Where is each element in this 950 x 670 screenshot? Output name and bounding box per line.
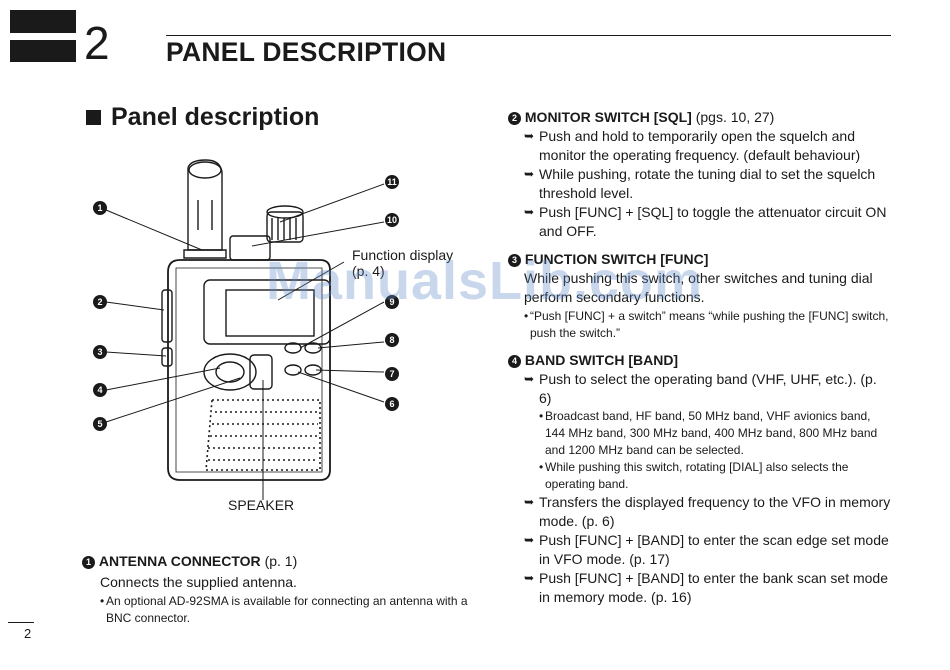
item-note: Broadcast band, HF band, 50 MHz band, VH… — [539, 408, 892, 459]
radio-body-shape — [167, 259, 331, 481]
callout-1: 1 — [93, 201, 107, 215]
function-display-ref: (p. 4) — [352, 263, 385, 279]
callout-11: 11 — [385, 175, 399, 189]
svg-text:7: 7 — [389, 369, 394, 379]
item-note: An optional AD-92SMA is available for co… — [100, 593, 476, 627]
chapter-title: PANEL DESCRIPTION — [166, 37, 447, 67]
section-title: Panel description — [111, 103, 320, 131]
item-note: “Push [FUNC] + a switch” means “while pu… — [524, 308, 892, 342]
chapter-marker-bar-top — [10, 10, 76, 33]
svg-text:10: 10 — [387, 215, 397, 225]
antenna-shape — [187, 159, 223, 251]
svg-text:5: 5 — [97, 419, 102, 429]
band-key-shape — [203, 353, 257, 391]
svg-text:2: 2 — [97, 297, 102, 307]
item-ref: (p. 1) — [264, 553, 298, 569]
section-square-icon — [86, 110, 101, 125]
item-note: While pushing this switch, rotating [DIA… — [539, 459, 892, 493]
arrow-icon: ➥ — [524, 533, 535, 547]
item-ref: (pgs. 10, 27) — [695, 109, 775, 125]
svg-text:4: 4 — [97, 385, 102, 395]
radio-diagram: 1 2 3 4 5 11 10 9 8 7 6 — [93, 159, 399, 500]
item-name: MONITOR SWITCH [SQL] — [524, 109, 692, 125]
svg-text:11: 11 — [387, 177, 397, 187]
chapter-number: 2 — [84, 17, 110, 69]
callout-10: 10 — [385, 213, 399, 227]
item-heading: 1 ANTENNA CONNECTOR (p. 1) — [82, 552, 472, 570]
svg-text:8: 8 — [389, 335, 394, 345]
callout-9: 9 — [385, 295, 399, 309]
page-number: 2 — [24, 626, 32, 641]
tuning-dial-shape — [266, 211, 304, 243]
arrow-icon: ➥ — [524, 372, 535, 386]
speaker-label: SPEAKER — [228, 497, 295, 513]
callout-7: 7 — [385, 367, 399, 381]
item-number-badge: 3 — [508, 253, 521, 267]
callout-1-num: 1 — [97, 203, 102, 213]
item-name: ANTENNA CONNECTOR — [98, 553, 261, 569]
item-point: ➥Push [FUNC] + [SQL] to toggle the atten… — [524, 204, 887, 239]
callout-6: 6 — [385, 397, 399, 411]
header-rule — [166, 35, 891, 36]
item-antenna-connector: 1 ANTENNA CONNECTOR (p. 1) Connects the … — [82, 552, 472, 627]
callout-5: 5 — [93, 417, 107, 431]
callout-3: 3 — [93, 345, 107, 359]
callout-4: 4 — [93, 383, 107, 397]
item-function-switch: 3 FUNCTION SWITCH [FUNC] While pushing t… — [508, 250, 892, 342]
item-heading: 2 MONITOR SWITCH [SQL] (pgs. 10, 27) — [508, 108, 892, 126]
item-number-badge: 2 — [508, 111, 521, 125]
callout-2: 2 — [93, 295, 107, 309]
item-monitor-switch: 2 MONITOR SWITCH [SQL] (pgs. 10, 27) ➥Pu… — [508, 108, 892, 241]
chapter-marker-bar-bottom — [10, 40, 76, 62]
function-display-shape — [203, 279, 331, 345]
arrow-icon: ➥ — [524, 167, 535, 181]
item-band-switch: 4 BAND SWITCH [BAND] ➥Push to select the… — [508, 351, 892, 607]
item-name: FUNCTION SWITCH [FUNC] — [524, 251, 709, 267]
watermark: ManualsLib.com — [266, 251, 704, 311]
arrow-icon: ➥ — [524, 571, 535, 585]
arrow-icon: ➥ — [524, 129, 535, 143]
item-point: ➥Push to select the operating band (VHF,… — [524, 371, 877, 406]
item-number-badge: 1 — [82, 555, 95, 569]
item-description: While pushing this switch, other switche… — [524, 270, 873, 305]
item-point: ➥While pushing, rotate the tuning dial t… — [524, 166, 876, 201]
right-column: 2 MONITOR SWITCH [SQL] (pgs. 10, 27) ➥Pu… — [508, 108, 892, 607]
item-heading: 4 BAND SWITCH [BAND] — [508, 351, 892, 369]
speaker-grille — [205, 399, 321, 471]
item-point: ➥Push [FUNC] + [BAND] to enter the scan … — [524, 532, 889, 567]
item-number-badge: 4 — [508, 354, 521, 368]
callout-8: 8 — [385, 333, 399, 347]
footer-rule — [8, 622, 34, 623]
svg-text:3: 3 — [97, 347, 102, 357]
function-display-label: Function display — [352, 247, 454, 263]
item-point: ➥Push [FUNC] + [BAND] to enter the bank … — [524, 570, 888, 605]
item-point: ➥Transfers the displayed frequency to th… — [524, 494, 891, 529]
item-heading: 3 FUNCTION SWITCH [FUNC] — [508, 250, 892, 268]
arrow-icon: ➥ — [524, 495, 535, 509]
item-name: BAND SWITCH [BAND] — [524, 352, 679, 368]
arrow-icon: ➥ — [524, 205, 535, 219]
item-description: Connects the supplied antenna. — [100, 574, 297, 590]
svg-text:9: 9 — [389, 297, 394, 307]
svg-text:6: 6 — [389, 399, 394, 409]
item-point: ➥Push and hold to temporarily open the s… — [524, 128, 861, 163]
